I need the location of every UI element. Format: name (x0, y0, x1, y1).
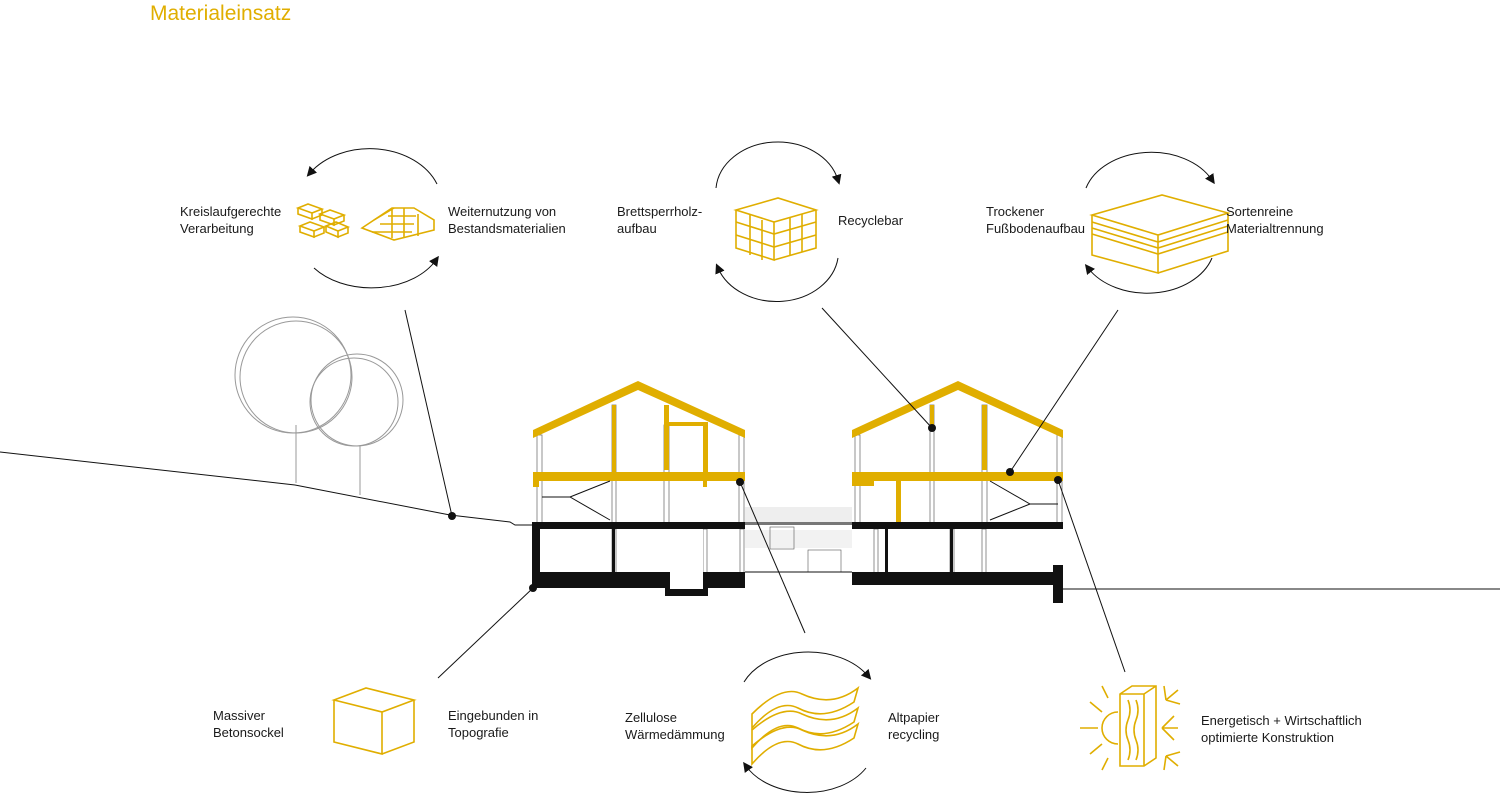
building-right (852, 381, 1063, 603)
label-line: Eingebunden in (448, 708, 538, 723)
label-line: Weiternutzung von (448, 204, 556, 219)
concrete-cube-icon (331, 687, 417, 756)
label-massiver: Massiver Betonsockel (213, 708, 284, 740)
label-altpapier: Altpapier recycling (888, 710, 940, 742)
label-line: Topografie (448, 725, 509, 740)
clt-block-icon (733, 197, 819, 262)
label-eingebunden: Eingebunden in Topografie (448, 708, 538, 740)
label-zellulose: Zellulose Wärmedämmung (625, 710, 725, 742)
label-sortenreine: Sortenreine Materialtrennung (1226, 204, 1324, 236)
label-line: Altpapier (888, 710, 940, 725)
label-line: Kreislaufgerechte (180, 204, 281, 219)
trees (234, 316, 404, 495)
cycle-arrows-icon (306, 141, 1215, 793)
label-line: Betonsockel (213, 725, 284, 740)
label-line: Wärmedämmung (625, 727, 725, 742)
courtyard (745, 507, 852, 573)
label-line: aufbau (617, 221, 657, 236)
label-line: Trockener (986, 204, 1045, 219)
leader-lines (404, 307, 1126, 679)
label-line: Materialtrennung (1226, 221, 1324, 236)
label-line: Bestandsmaterialien (448, 221, 566, 236)
insulated-wall-sun-icon (1080, 685, 1181, 771)
ground-line (0, 451, 532, 526)
label-line: Massiver (213, 708, 266, 723)
label-kreislauf: Kreislaufgerechte Verarbeitung (180, 204, 281, 236)
label-line: recycling (888, 727, 939, 742)
brick-wall-icon (360, 207, 435, 241)
label-line: Fußbodenaufbau (986, 221, 1085, 236)
cellulose-layers-icon (751, 685, 860, 767)
bricks-icon (295, 203, 351, 239)
label-line: Sortenreine (1226, 204, 1293, 219)
label-trockener: Trockener Fußbodenaufbau (986, 204, 1085, 236)
label-line: Energetisch + Wirtschaftlich (1201, 713, 1362, 728)
label-line: Zellulose (625, 710, 677, 725)
floor-layers-icon (1089, 194, 1231, 275)
label-brettsperrholz: Brettsperrholz- aufbau (617, 204, 702, 236)
label-line: optimierte Konstruktion (1201, 730, 1334, 745)
label-energetisch: Energetisch + Wirtschaftlich optimierte … (1201, 713, 1362, 745)
label-line: Verarbeitung (180, 221, 254, 236)
label-line: Brettsperrholz- (617, 204, 702, 219)
page-title: Materialeinsatz (150, 2, 291, 25)
building-left (532, 381, 745, 596)
label-recyclebar: Recyclebar (838, 213, 904, 228)
label-weiternutzung: Weiternutzung von Bestandsmaterialien (448, 204, 566, 236)
